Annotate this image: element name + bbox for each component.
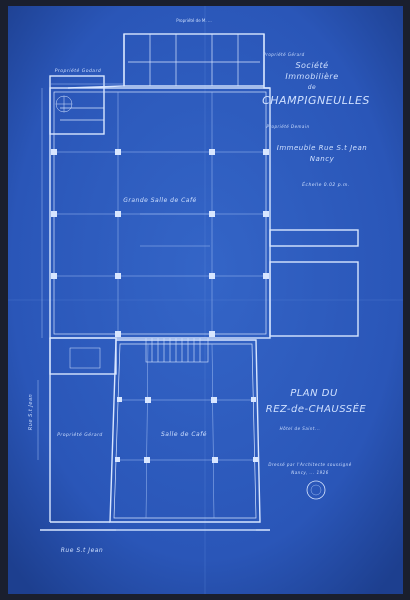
title-line3: de [308,84,317,91]
staircase [145,337,209,363]
label-propriete-left-top: Propriété Godard [55,67,102,74]
seal-stamp-inner [310,484,322,496]
plan-title-line1: PLAN DU [290,388,338,399]
title-line5: Immeuble Rue S.t Jean [277,144,367,152]
annex-stair [55,95,101,369]
plan-title-line2: REZ-de-CHAUSSÉE [266,402,367,415]
label-rue-top: Propriété de M. ... [176,18,211,23]
dimension-lines [37,83,256,531]
columns [51,149,269,463]
column-grid-lower [118,343,256,519]
title-line2: Immobilière [285,71,338,81]
label-propriete-right-mid: Propriété Demain [266,124,309,129]
label-signature-line1: Dressé par l'Architecte soussigné [268,462,351,467]
title-line6: Nancy [310,155,335,163]
room-salle: Salle de Café [161,431,207,438]
seal-stamp [306,480,326,500]
fold-lines [8,6,403,594]
title-line1: Société [295,60,328,70]
column-grid-upper [54,92,266,334]
label-signature-line2: Nancy, ... 1926 [291,470,329,475]
building-outline [40,33,359,531]
label-propriete-right-top: Propriété Gérard [263,52,304,57]
room-grande-salle: Grande Salle de Café [123,197,197,204]
label-rue-bottom: Rue S.t Jean [61,547,104,554]
label-propriete-left-bottom: Propriété Gérard [57,431,103,438]
label-right-side: Hôtel de Saint... [280,426,321,431]
title-line4: CHAMPIGNEULLES [262,94,370,107]
label-rue-side: Rue S.t Jean [28,394,34,430]
label-echelle: Échelle 0.02 p.m. [302,180,350,188]
